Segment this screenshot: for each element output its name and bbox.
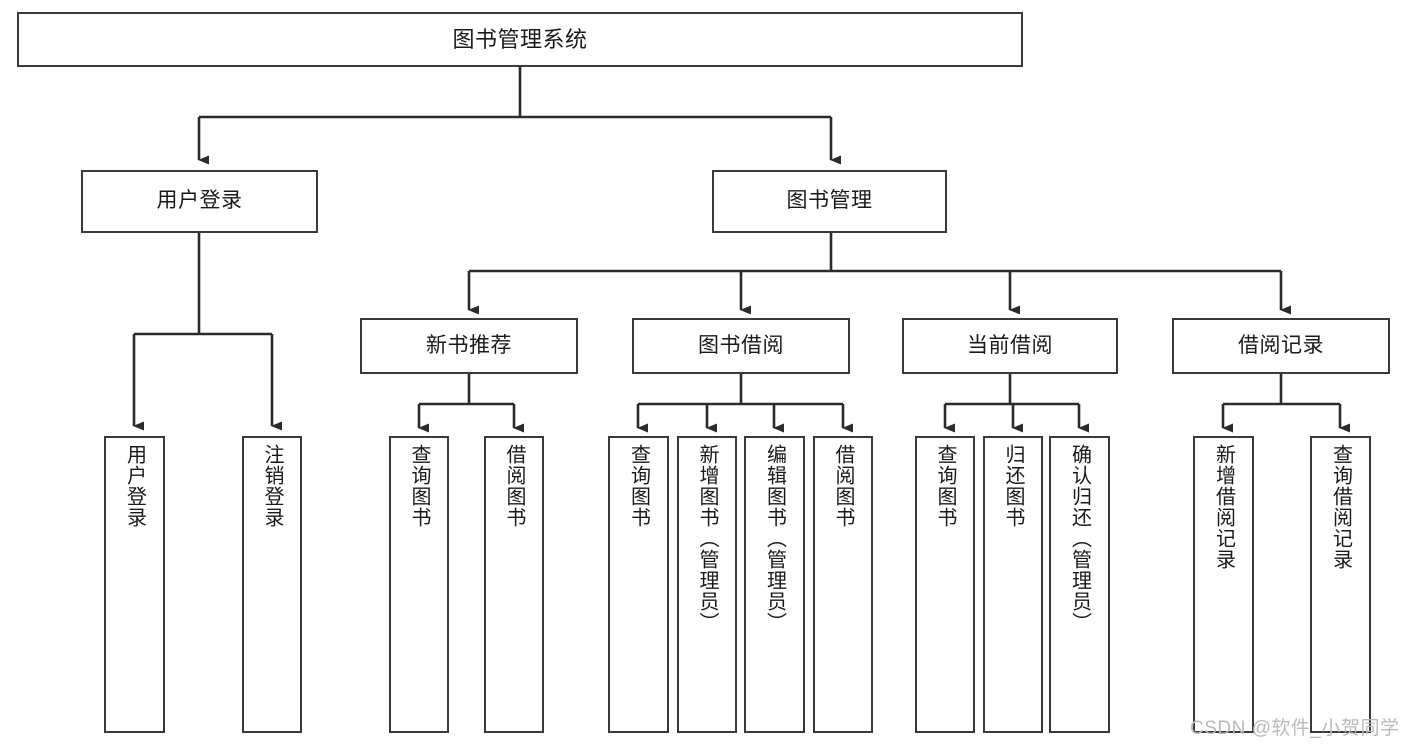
node-book-manage-label: 图书管理 <box>786 189 873 213</box>
node-leaf-record-add-label: 新增借阅记录 <box>1212 444 1235 570</box>
watermark: CSDN @软件_小贺同学 <box>1190 718 1400 739</box>
node-leaf-user-logout[interactable]: 注销登录 <box>242 436 302 733</box>
node-current-borrow-label: 当前借阅 <box>967 333 1053 357</box>
node-leaf-record-add[interactable]: 新增借阅记录 <box>1193 436 1254 733</box>
node-leaf-borrow-edit-book[interactable]: 编辑图书（管理员） <box>744 436 805 733</box>
node-root-label: 图书管理系统 <box>452 26 588 52</box>
node-leaf-record-query[interactable]: 查询借阅记录 <box>1310 436 1371 733</box>
node-leaf-record-query-label: 查询借阅记录 <box>1329 444 1352 570</box>
node-leaf-user-logout-label: 注销登录 <box>261 444 283 528</box>
node-leaf-user-login[interactable]: 用户登录 <box>104 436 165 733</box>
node-leaf-borrow-add-book-label: 新增图书（管理员） <box>696 444 718 633</box>
node-user-login[interactable]: 用户登录 <box>81 170 318 233</box>
node-leaf-rec-query-book-label: 查询图书 <box>408 444 430 528</box>
node-leaf-rec-query-book[interactable]: 查询图书 <box>389 436 449 733</box>
node-leaf-borrow-borrow-book[interactable]: 借阅图书 <box>813 436 873 733</box>
node-root[interactable]: 图书管理系统 <box>17 12 1023 67</box>
node-leaf-current-return-book-label: 归还图书 <box>1002 444 1024 528</box>
node-new-book-rec-label: 新书推荐 <box>426 333 512 357</box>
node-leaf-current-query-book-label: 查询图书 <box>934 444 956 528</box>
node-new-book-rec[interactable]: 新书推荐 <box>360 318 578 374</box>
node-leaf-borrow-query-book-label: 查询图书 <box>627 444 650 528</box>
node-leaf-current-confirm-return-label: 确认归还（管理员） <box>1068 444 1091 633</box>
node-leaf-current-return-book[interactable]: 归还图书 <box>983 436 1043 733</box>
node-leaf-borrow-query-book[interactable]: 查询图书 <box>608 436 669 733</box>
node-leaf-rec-borrow-book-label: 借阅图书 <box>503 444 525 528</box>
node-borrow-record-label: 借阅记录 <box>1238 333 1324 357</box>
node-book-borrow[interactable]: 图书借阅 <box>632 318 850 374</box>
node-book-manage[interactable]: 图书管理 <box>712 170 947 233</box>
node-leaf-borrow-edit-book-label: 编辑图书（管理员） <box>763 444 786 633</box>
node-leaf-user-login-label: 用户登录 <box>123 444 146 528</box>
node-leaf-rec-borrow-book[interactable]: 借阅图书 <box>484 436 544 733</box>
node-leaf-current-confirm-return[interactable]: 确认归还（管理员） <box>1049 436 1110 733</box>
node-leaf-borrow-add-book[interactable]: 新增图书（管理员） <box>677 436 737 733</box>
node-leaf-current-query-book[interactable]: 查询图书 <box>915 436 975 733</box>
node-user-login-label: 用户登录 <box>156 189 243 213</box>
node-current-borrow[interactable]: 当前借阅 <box>902 318 1118 374</box>
node-book-borrow-label: 图书借阅 <box>698 333 784 357</box>
node-leaf-borrow-borrow-book-label: 借阅图书 <box>832 444 854 528</box>
node-borrow-record[interactable]: 借阅记录 <box>1172 318 1390 374</box>
